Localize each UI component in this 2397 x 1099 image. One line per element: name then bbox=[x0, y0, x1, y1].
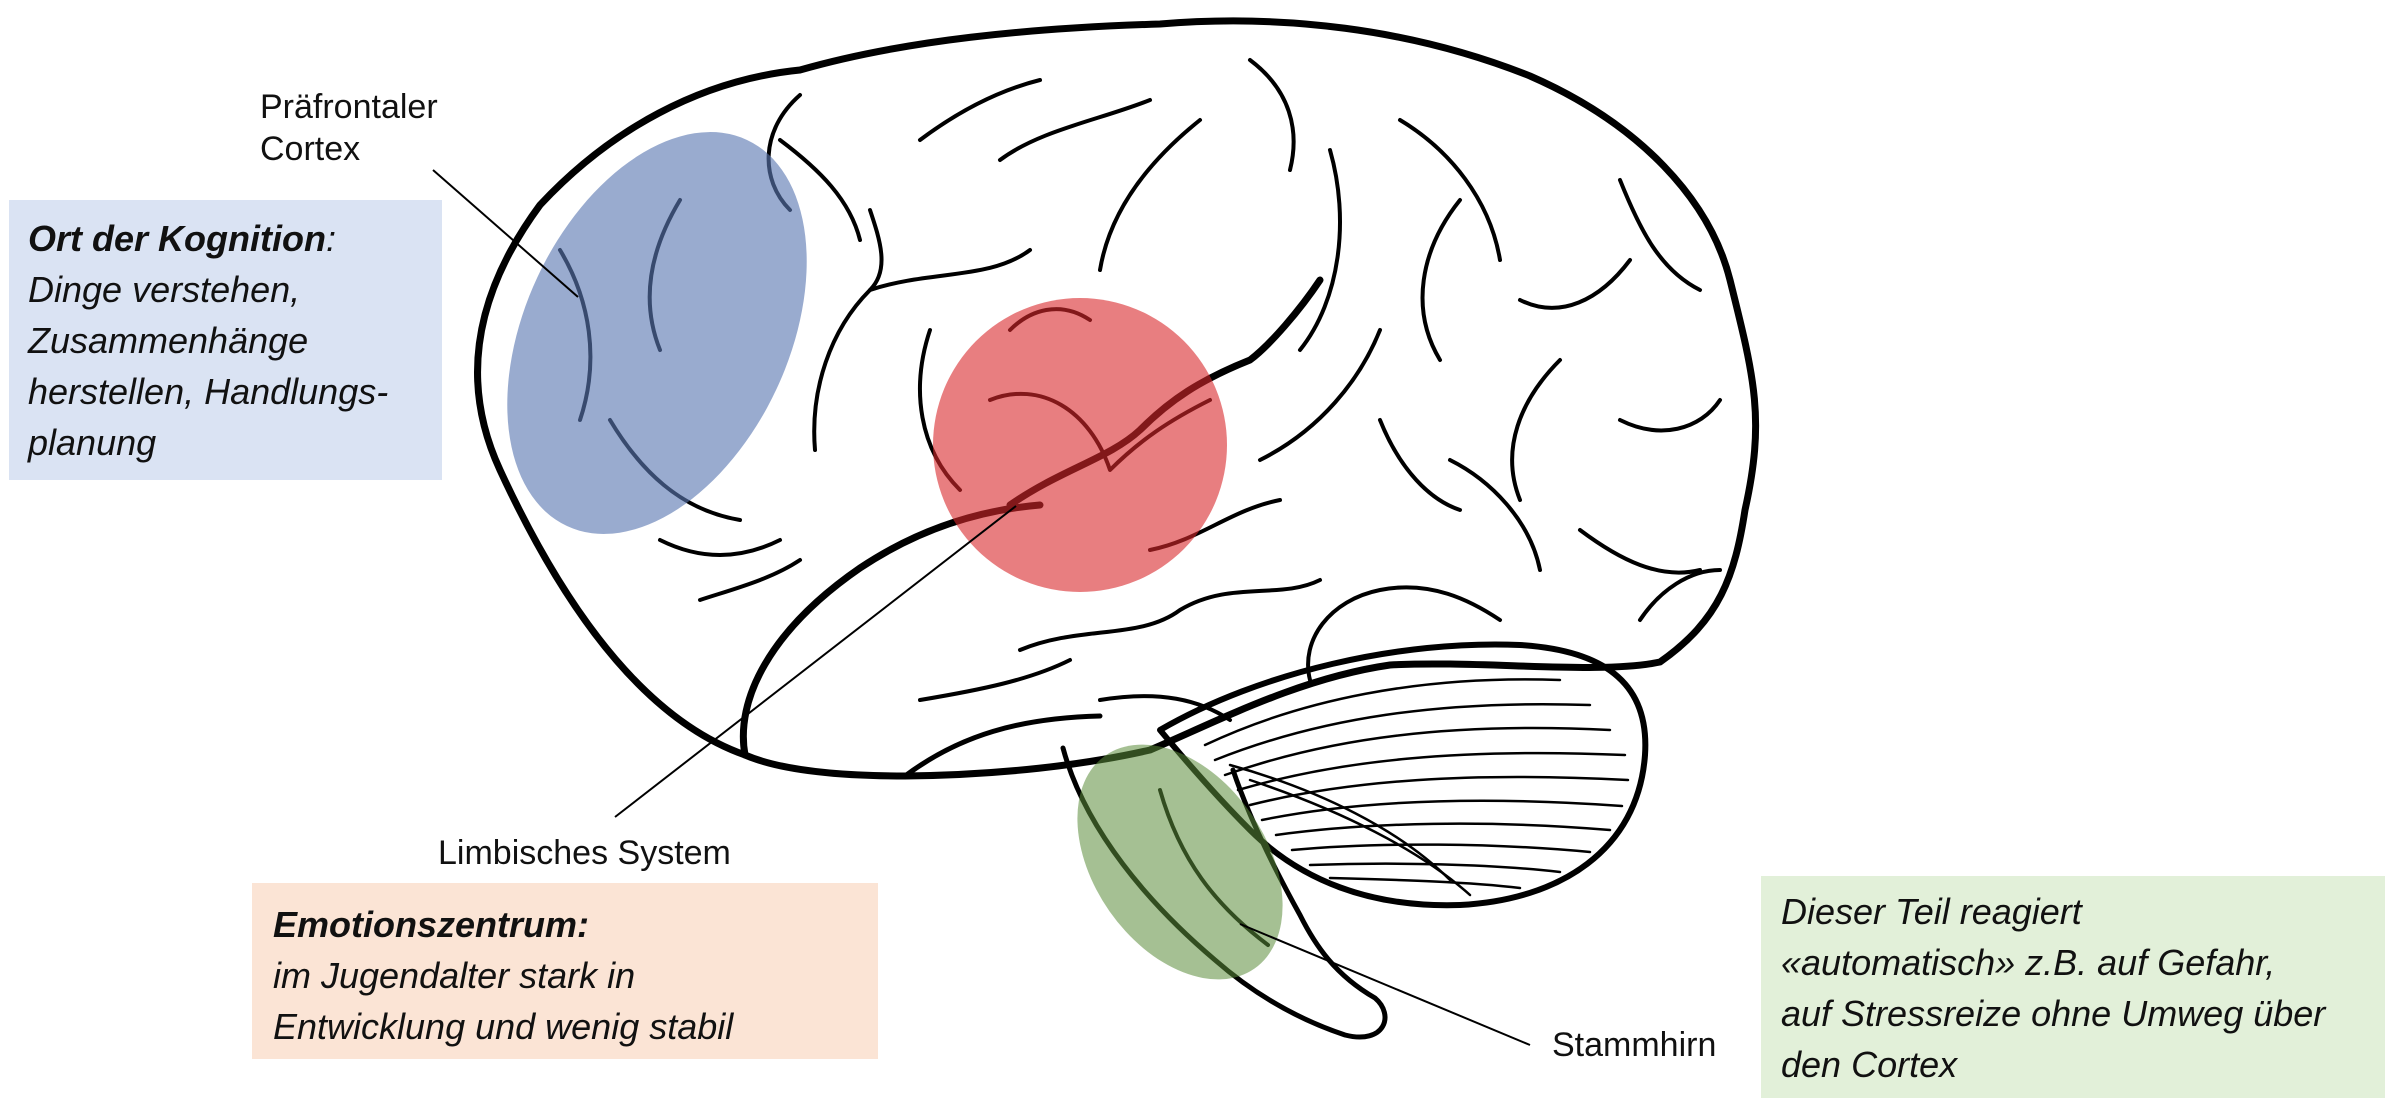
limbic-info-heading: Emotionszentrum: bbox=[273, 899, 878, 950]
cortex-info-heading-line: Ort der Kognition: bbox=[28, 213, 442, 264]
stammhirn-label: Stammhirn bbox=[1552, 1024, 1716, 1066]
stem-info-line-3: auf Stressreize ohne Umweg über bbox=[1781, 988, 2385, 1039]
cortex-info-box: Ort der Kognition: Dinge verstehen, Zusa… bbox=[9, 200, 442, 480]
stem-info-box: Dieser Teil reagiert «automatisch» z.B. … bbox=[1761, 876, 2385, 1098]
stem-info-line-2: «automatisch» z.B. auf Gefahr, bbox=[1781, 937, 2385, 988]
cortex-info-line-4: planung bbox=[28, 417, 442, 468]
limbic-info-line-2: Entwicklung und wenig stabil bbox=[273, 1001, 878, 1052]
prefrontal-cortex-label: Präfrontaler Cortex bbox=[260, 86, 438, 170]
limbic-system-label: Limbisches System bbox=[438, 832, 731, 874]
limbic-info-box: Emotionszentrum: im Jugendalter stark in… bbox=[252, 883, 878, 1059]
stem-info-line-4: den Cortex bbox=[1781, 1039, 2385, 1090]
prefrontal-label-line-2: Cortex bbox=[260, 128, 438, 170]
cortex-info-heading: Ort der Kognition bbox=[28, 218, 326, 259]
cortex-info-line-2: Zusammenhänge bbox=[28, 315, 442, 366]
cortex-info-line-3: herstellen, Handlungs- bbox=[28, 366, 442, 417]
limbic-system-highlight bbox=[933, 298, 1227, 592]
stem-info-line-1: Dieser Teil reagiert bbox=[1781, 886, 2385, 937]
cortex-info-line-1: Dinge verstehen, bbox=[28, 264, 442, 315]
cortex-info-heading-colon: : bbox=[326, 218, 336, 259]
limbic-info-line-1: im Jugendalter stark in bbox=[273, 950, 878, 1001]
prefrontal-label-line-1: Präfrontaler bbox=[260, 86, 438, 128]
